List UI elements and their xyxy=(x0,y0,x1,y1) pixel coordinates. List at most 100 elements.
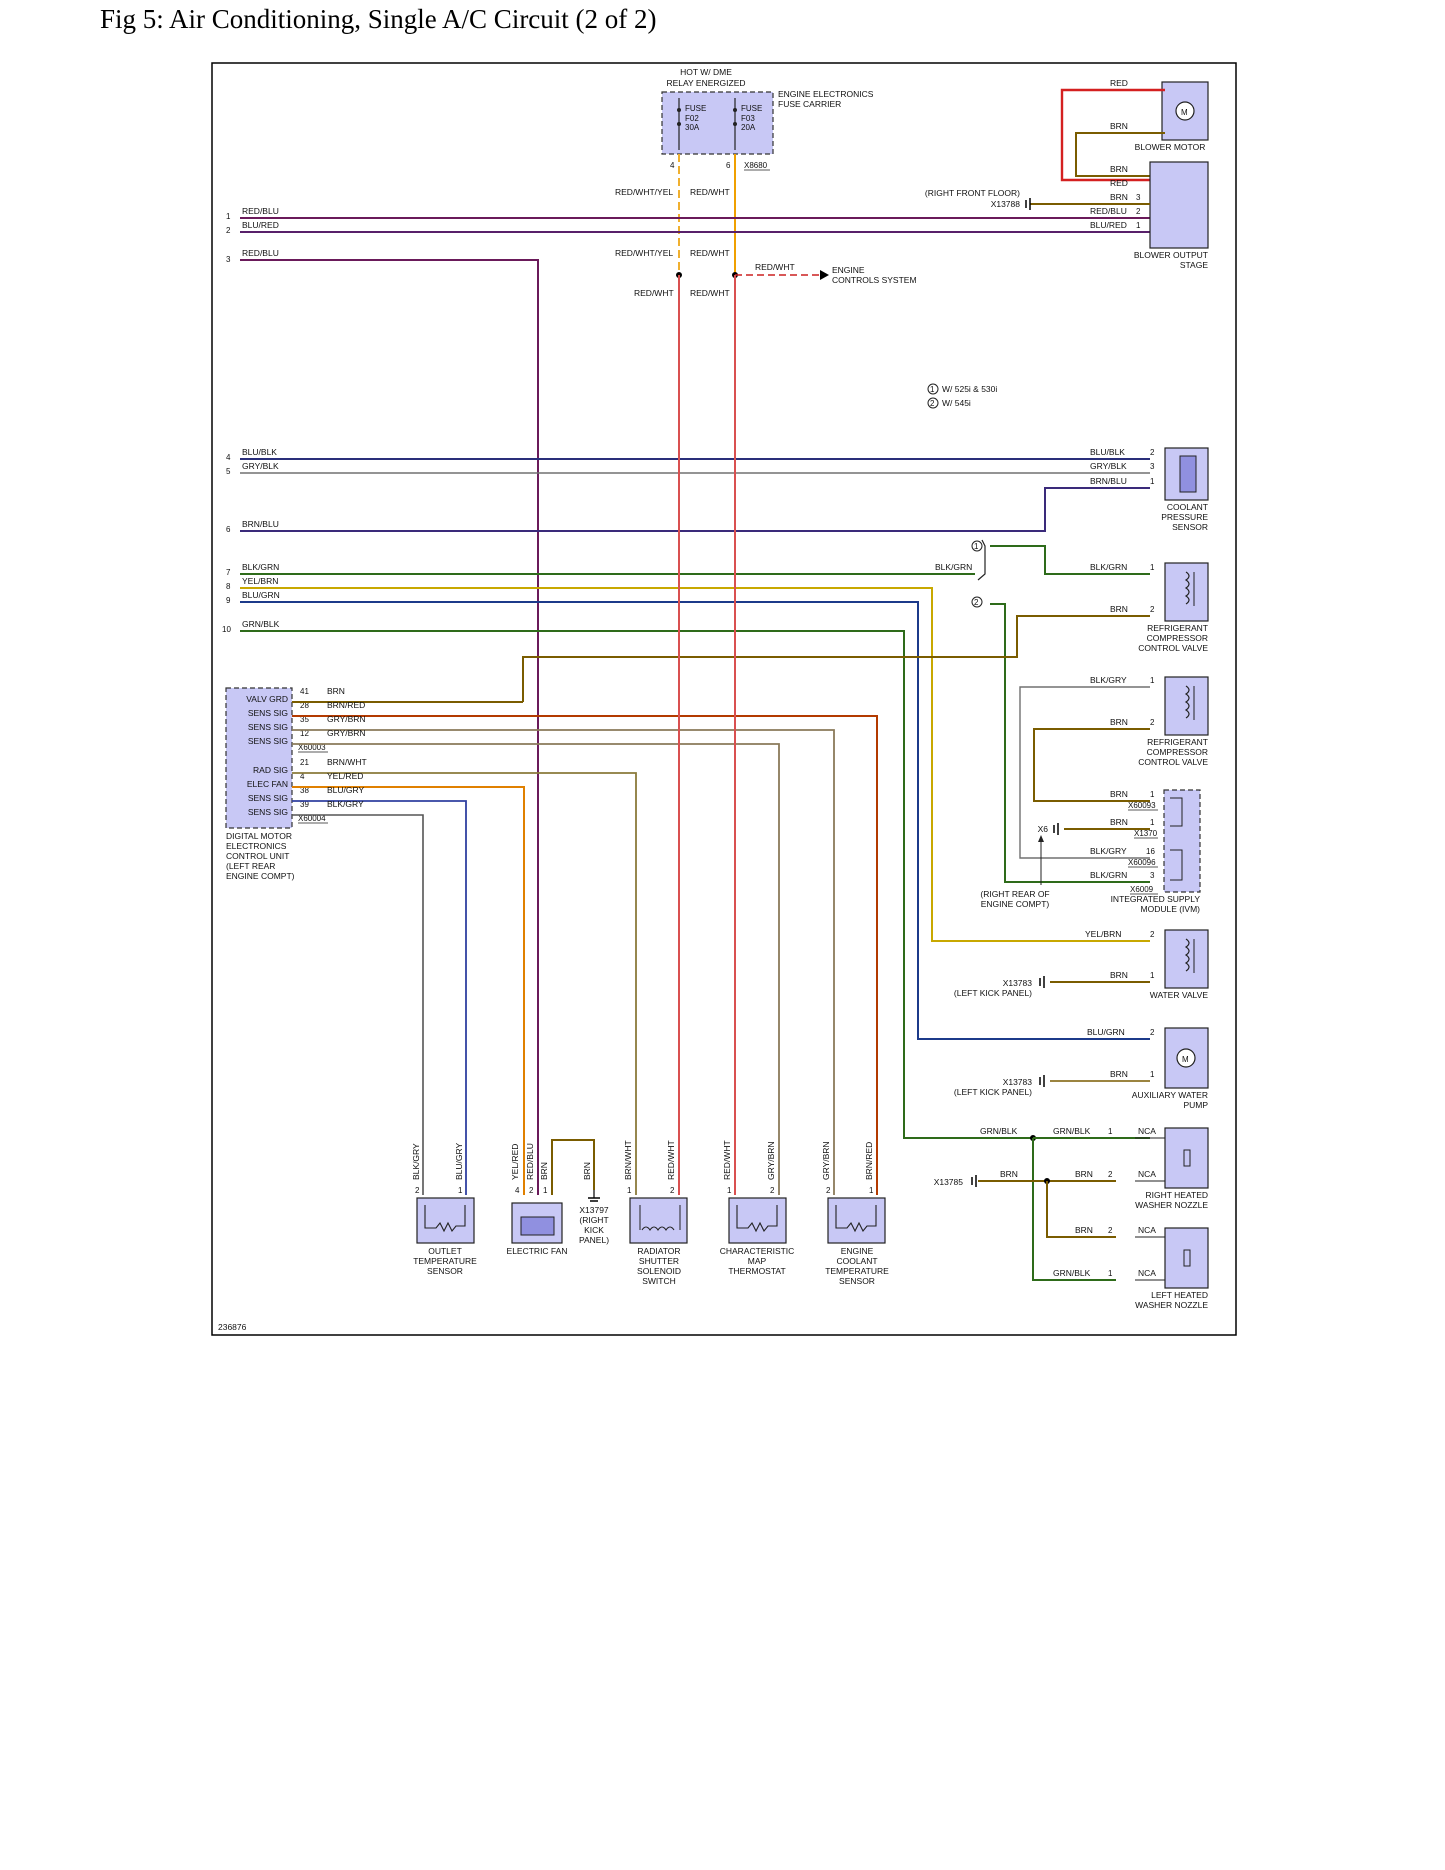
ivm-connector-3: X60096 xyxy=(1128,858,1156,867)
coolant-sensor-1: COOLANT xyxy=(1167,502,1208,512)
svg-text:RED/BLU: RED/BLU xyxy=(525,1143,535,1180)
svg-text:39: 39 xyxy=(300,800,309,809)
svg-text:4: 4 xyxy=(515,1186,520,1195)
svg-text:RED/WHT: RED/WHT xyxy=(722,1140,732,1180)
wire-brn-blu-6 xyxy=(240,487,1150,532)
wire-brn-ln xyxy=(1046,1181,1116,1238)
pin-bos-3: 3 xyxy=(1136,193,1141,202)
aux-pump-1: AUXILIARY WATER xyxy=(1132,1090,1208,1100)
coolant-sensor-3: SENSOR xyxy=(1172,522,1208,532)
label-brn-blu-cps: BRN/BLU xyxy=(1090,476,1127,486)
svg-text:1: 1 xyxy=(727,1186,732,1195)
label-red-1: RED xyxy=(1110,78,1128,88)
left-heated-washer-nozzle: LEFT HEATED WASHER NOZZLE xyxy=(1135,1227,1209,1310)
label-brn-3: BRN xyxy=(1110,192,1128,202)
svg-text:YEL/RED: YEL/RED xyxy=(510,1144,520,1180)
shutter-label-3: SOLENOID xyxy=(637,1266,681,1276)
svg-text:GRY/BRN: GRY/BRN xyxy=(821,1141,831,1180)
fuse-pin-6: 6 xyxy=(726,161,731,170)
row-1: 1 xyxy=(226,212,231,221)
blower-motor-label: BLOWER MOTOR xyxy=(1135,142,1206,152)
pin-rcv1-2: 2 xyxy=(1150,605,1155,614)
left-nozzle-2: WASHER NOZZLE xyxy=(1135,1300,1208,1310)
label-blk-grn-ivm: BLK/GRN xyxy=(1090,870,1127,880)
engine-coolant-temperature-sensor: 2 1 ENGINE COOLANT TEMPERATURE SENSOR xyxy=(825,1186,889,1286)
row-8: 8 xyxy=(226,582,231,591)
fuse-f02-word: FUSE xyxy=(685,104,706,113)
fuse-f02-rating: 30A xyxy=(685,123,700,132)
dme-signal-5: RAD SIG xyxy=(253,765,288,775)
ground-x13788: (RIGHT FRONT FLOOR) X13788 xyxy=(925,188,1031,210)
label-red-wht-yel-1: RED/WHT/YEL xyxy=(615,187,673,197)
svg-text:28: 28 xyxy=(300,701,309,710)
pin-wv-1: 1 xyxy=(1150,971,1155,980)
svg-text:1: 1 xyxy=(627,1186,632,1195)
svg-text:BRN/RED: BRN/RED xyxy=(864,1142,874,1180)
dme-signal-6: ELEC FAN xyxy=(247,779,288,789)
left-nozzle-1: LEFT HEATED xyxy=(1151,1290,1208,1300)
label-brn-awp: BRN xyxy=(1110,1069,1128,1079)
svg-text:1: 1 xyxy=(543,1186,548,1195)
blower-output-2: STAGE xyxy=(1180,260,1209,270)
ground-x6-loc1: (RIGHT REAR OF xyxy=(980,889,1049,899)
pin-ivm-1a: 1 xyxy=(1150,790,1155,799)
radiator-shutter-switch: 1 2 RADIATOR SHUTTER SOLENOID SWITCH xyxy=(627,1186,688,1286)
ect-label-2: COOLANT xyxy=(836,1256,877,1266)
svg-text:BRN/WHT: BRN/WHT xyxy=(623,1140,633,1180)
label-blu-blk-cps: BLU/BLK xyxy=(1090,447,1125,457)
label-red-wht-1: RED/WHT xyxy=(690,187,730,197)
electric-fan: 4 2 1 ELECTRIC FAN xyxy=(507,1186,568,1256)
right-nozzle-1: RIGHT HEATED xyxy=(1146,1190,1209,1200)
label-blu-grn-awp: BLU/GRN xyxy=(1087,1027,1125,1037)
wire-brn-blower xyxy=(1075,132,1165,177)
option-legend: 1 W/ 525i & 530i 2 W/ 545i xyxy=(927,383,997,409)
wire-brn-rcv2 xyxy=(1033,728,1150,802)
row-3: 3 xyxy=(226,255,231,264)
ivm-label-2: MODULE (IVM) xyxy=(1141,904,1201,914)
ground-kick-a-loc: (LEFT KICK PANEL) xyxy=(954,988,1032,998)
ground-x13797-3: KICK xyxy=(584,1225,604,1235)
dme-signal-8: SENS SIG xyxy=(248,807,288,817)
refrigerant-valve-2: REFRIGERANT COMPRESSOR CONTROL VALVE xyxy=(1138,676,1209,767)
pin-ivm-16: 16 xyxy=(1146,847,1155,856)
outlet-label-3: SENSOR xyxy=(427,1266,463,1276)
characteristic-map-thermostat: 1 2 CHARACTERISTIC MAP THERMOSTAT xyxy=(720,1186,795,1276)
dme-signal-1: VALV GRD xyxy=(246,694,288,704)
label-blk-grn-7: BLK/GRN xyxy=(242,562,279,572)
ect-label-4: SENSOR xyxy=(839,1276,875,1286)
rcv2-1: REFRIGERANT xyxy=(1147,737,1208,747)
row-5: 5 xyxy=(226,467,231,476)
pin-rcv1-1: 1 xyxy=(1150,563,1155,572)
ground-x13797-1: X13797 xyxy=(579,1205,609,1215)
nca-4: NCA xyxy=(1138,1268,1156,1278)
label-dme-gry-brn-2: GRY/BRN xyxy=(327,728,366,738)
svg-text:12: 12 xyxy=(300,729,309,738)
label-blk-gry-rcv2: BLK/GRY xyxy=(1090,675,1127,685)
pin-cps-3: 3 xyxy=(1150,462,1155,471)
thermostat-label-3: THERMOSTAT xyxy=(728,1266,785,1276)
svg-text:RED/WHT: RED/WHT xyxy=(666,1140,676,1180)
dme-name-2: ELECTRONICS xyxy=(226,841,287,851)
wire-blu-grn-9 xyxy=(240,601,1150,1040)
label-brn-blu-6: BRN/BLU xyxy=(242,519,279,529)
ground-x13783-a: X13783 (LEFT KICK PANEL) xyxy=(954,976,1045,998)
ivm-label-1: INTEGRATED SUPPLY xyxy=(1111,894,1201,904)
label-red-wht-yel-2: RED/WHT/YEL xyxy=(615,248,673,258)
pin-bos-1: 1 xyxy=(1136,221,1141,230)
svg-text:2: 2 xyxy=(415,1186,420,1195)
pin-rn-2: 2 xyxy=(1108,1170,1113,1179)
label-brn-ivm-2: BRN xyxy=(1110,817,1128,827)
nca-2: NCA xyxy=(1138,1169,1156,1179)
shutter-label-2: SHUTTER xyxy=(639,1256,679,1266)
pin-ln-1: 1 xyxy=(1108,1269,1113,1278)
row-9: 9 xyxy=(226,596,231,605)
dme-signal-2: SENS SIG xyxy=(248,708,288,718)
svg-text:2: 2 xyxy=(974,598,979,607)
svg-text:BRN: BRN xyxy=(539,1162,549,1180)
wire-gry-brn-ect xyxy=(292,729,835,1195)
label-dme-blk-gry: BLK/GRY xyxy=(327,799,364,809)
svg-text:1: 1 xyxy=(458,1186,463,1195)
label-gry-blk-5: GRY/BLK xyxy=(242,461,279,471)
aux-pump-2: PUMP xyxy=(1183,1100,1208,1110)
ground-front-floor-loc: (RIGHT FRONT FLOOR) xyxy=(925,188,1020,198)
